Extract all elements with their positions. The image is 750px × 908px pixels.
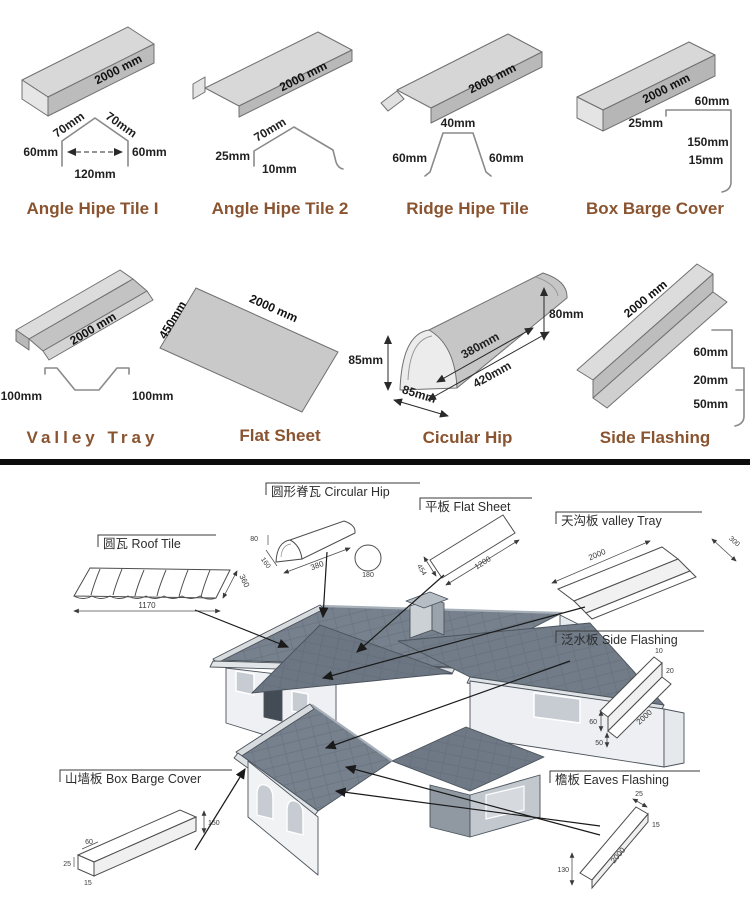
callout-labels: 圆形脊瓦 Circular Hip 平板 Flat Sheet 天沟板 vall… (59, 482, 704, 787)
arrow-eaves-1 (344, 764, 601, 836)
dim-inner: 10mm (262, 162, 297, 176)
eaves-height-dim: 130 (557, 867, 569, 874)
dim-left: 100mm (1, 389, 42, 403)
dim-right: 60mm (132, 145, 167, 159)
arrow-circular-hip (318, 551, 329, 619)
circular-hip-diameter-dim: 180 (362, 572, 374, 579)
dim-left: 60mm (392, 151, 427, 165)
house-application-diagram: 圆形脊瓦 Circular Hip 平板 Flat Sheet 天沟板 vall… (59, 482, 741, 890)
flat-sheet-drawing: 450mm 2000 mm (156, 287, 339, 413)
eaves-d1-dim: 25 (635, 791, 643, 798)
label-flat-sheet: 平板 Flat Sheet (425, 500, 511, 514)
product-title-ridge-hipe-tile: Ridge Hipe Tile (406, 199, 529, 218)
box-barge-cover-drawing: 2000 mm 60mm 25mm 150mm 15mm (576, 41, 732, 193)
circular-hip-spec-drawing: 180 380 80 160 (250, 520, 382, 579)
angle-hipe-tile-1-drawing: 2000 mm 70mm 70mm 60mm 60mm 120mm (21, 26, 167, 181)
roof-tile-width-dim: 1170 (138, 601, 156, 610)
arrow-eaves-2 (334, 787, 601, 827)
ridge-hipe-tile-drawing: 2000 mm 40mm 60mm 60mm (380, 33, 543, 177)
label-roof-tile: 圆瓦 Roof Tile (103, 537, 181, 551)
dim-top: 40mm (441, 116, 476, 130)
dim-1: 60mm (695, 94, 730, 108)
side-flashing-d4-dim: 50 (595, 740, 603, 747)
dim-4: 15mm (689, 153, 724, 167)
valley-tray-drawing: 2000 mm 100mm 100mm (1, 269, 173, 403)
product-title-valley-tray: Valley Tray (26, 428, 159, 447)
product-title-flat-sheet: Flat Sheet (239, 426, 321, 445)
valley-tray-width-dim: 300 (727, 535, 740, 548)
flat-sheet-spec-drawing: 1200 454 (415, 514, 520, 586)
label-box-barge-cover: 山墙板 Box Barge Cover (65, 772, 201, 786)
label-eaves-flashing: 檐板 Eaves Flashing (555, 773, 669, 787)
valley-tray-spec-drawing: 2000 300 (551, 535, 741, 620)
label-side-flashing: 泛水板 Side Flashing (561, 633, 678, 647)
valley-tray-length-dim: 2000 (587, 547, 607, 562)
product-title-cicular-hip: Cicular Hip (422, 428, 513, 447)
product-drawings-panel: 2000 mm 70mm 70mm 60mm 60mm 120mm 2000 m… (1, 26, 745, 427)
product-title-side-flashing: Side Flashing (599, 428, 711, 447)
dim-2: 20mm (693, 373, 728, 387)
box-barge-spec-drawing: 150 60 25 15 (63, 809, 220, 887)
dim-height-right: 80mm (549, 307, 584, 321)
dim-3: 50mm (693, 397, 728, 411)
dim-left: 60mm (23, 145, 58, 159)
eaves-d2-dim: 15 (652, 822, 660, 829)
circular-hip-d2-dim: 160 (259, 556, 271, 570)
section-divider (0, 459, 750, 465)
angle-hipe-tile-2-drawing: 2000 mm 70mm 25mm 10mm (192, 31, 353, 176)
arrow-box-barge (194, 767, 246, 851)
product-title-box-barge-cover: Box Barge Cover (586, 199, 724, 218)
dim-right: 60mm (489, 151, 524, 165)
dim-top: 70mm (251, 115, 288, 145)
label-valley-tray: 天沟板 valley Tray (561, 514, 662, 528)
side-flashing-d2-dim: 20 (666, 668, 674, 675)
label-circular-hip: 圆形脊瓦 Circular Hip (271, 485, 390, 499)
dim-height-left: 85mm (348, 353, 383, 367)
box-barge-d3-dim: 25 (63, 861, 71, 868)
arrow-side-flashing (324, 660, 571, 750)
arrow-valley-tray (321, 606, 586, 681)
box-barge-d4-dim: 15 (84, 880, 92, 887)
eaves-flashing-spec-drawing: 25 15 2000 130 (557, 791, 660, 890)
flat-sheet-width-dim: 454 (415, 563, 427, 577)
side-flashing-spec-drawing: 10 20 60 50 2000 (589, 648, 674, 748)
product-title-angle-hipe-tile-1: Angle Hipe Tile I (26, 199, 159, 218)
box-barge-d1-dim: 150 (208, 820, 220, 827)
product-title-angle-hipe-tile-2: Angle Hipe Tile 2 (211, 199, 349, 218)
roof-tile-spec-drawing: 1170 360 (73, 567, 251, 614)
roof-tile-height-dim: 360 (237, 573, 251, 589)
side-flashing-d1-dim: 10 (655, 648, 663, 655)
dim-right: 100mm (132, 389, 173, 403)
box-barge-d2-dim: 60 (85, 839, 93, 846)
dim-left: 25mm (215, 149, 250, 163)
dim-2: 25mm (628, 116, 663, 130)
side-flashing-drawing: 2000 mm 60mm 20mm 50mm (576, 263, 745, 427)
dim-1: 60mm (693, 345, 728, 359)
circular-hip-d1-dim: 80 (250, 536, 258, 543)
arrow-roof-tile (194, 609, 290, 648)
side-flashing-d3-dim: 60 (589, 719, 597, 726)
arrow-flat-sheet (356, 574, 445, 653)
cicular-hip-drawing: 85mm 85mm 380mm 420mm 80mm (348, 272, 584, 418)
dim-bottom: 120mm (74, 167, 115, 181)
circular-hip-length-dim: 380 (309, 559, 325, 572)
dim-3: 150mm (687, 135, 728, 149)
leader-arrows (194, 551, 601, 851)
